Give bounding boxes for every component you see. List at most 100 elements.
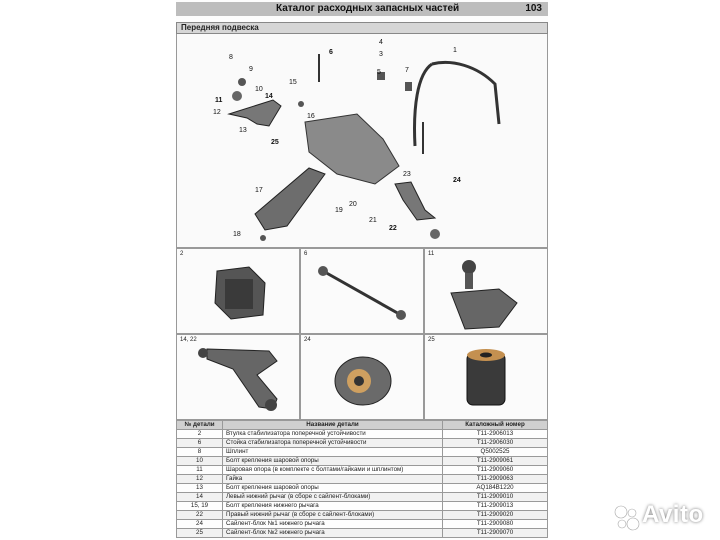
cell-name: Стойка стабилизатора поперечной устойчив… [222,438,443,448]
cell-code: T11-2909060 [442,465,548,475]
avito-logo-text: Avito [642,501,704,528]
page-number: 103 [525,3,542,14]
cell-code: T11-2909063 [442,474,548,484]
callout-7: 7 [405,67,409,74]
callout-22: 22 [389,225,397,232]
page-header: Каталог расходных запасных частей 103 [176,2,548,16]
suspension-exploded-diagram: 1 3 4 5 6 7 8 9 10 11 12 13 14 15 16 17 … [176,34,548,248]
header-part-name: Название детали [222,420,443,430]
parts-table: № детали Название детали Каталожный номе… [176,420,548,538]
cell-name: Гайка [222,474,443,484]
detail-cell-control-arm: 14, 22 [176,334,300,420]
callout-18: 18 [233,231,241,238]
cell-name: Втулка стабилизатора поперечной устойчив… [222,429,443,439]
cell-number: 22 [176,510,223,520]
callout-13: 13 [239,127,247,134]
detail-label: 11 [428,251,435,257]
ball-joint-right-part [430,229,440,239]
ball-joint-part [232,91,242,101]
detail-label: 2 [180,251,184,257]
callout-21: 21 [369,217,377,224]
cell-code: T11-2909080 [442,519,548,529]
callout-16: 16 [307,113,315,120]
ball-joint-icon [450,260,518,330]
right-lower-arm [394,181,437,221]
detail-cell-ball-joint: 11 [424,248,548,334]
cell-number: 14 [176,492,223,502]
cell-code: Q5002525 [442,447,548,457]
cell-number: 11 [176,465,223,475]
rear-crossmember [254,167,326,231]
detail-label: 14, 22 [180,337,197,343]
cell-number: 8 [176,447,223,457]
detail-label: 25 [428,337,435,343]
callout-11: 11 [215,97,223,104]
callout-17: 17 [255,187,263,194]
callout-6: 6 [329,49,333,56]
section-title: Передняя подвеска [181,23,259,32]
cell-name: Левый нижний рычаг (в сборе с сайлент-бл… [222,492,443,502]
stabilizer-link-icon [318,266,406,320]
cell-name: Сайлент-блок №2 нижнего рычага [222,528,443,538]
callout-5: 5 [377,69,381,76]
table-header-row: № детали Название детали Каталожный номе… [176,420,548,430]
cell-code: T11-2909013 [442,501,548,511]
cell-name: Болт крепления нижнего рычага [222,501,443,511]
callout-24: 24 [453,177,461,184]
bolt-part [260,235,266,241]
catalog-page: Каталог расходных запасных частей 103 Пе… [176,0,548,540]
callout-3: 3 [379,51,383,58]
cell-number: 24 [176,519,223,529]
left-lower-arm [227,99,282,127]
header-part-number: № детали [176,420,223,430]
callout-15: 15 [289,79,297,86]
callout-8: 8 [229,54,233,61]
subframe [304,113,400,185]
cell-code: T11-2906030 [442,438,548,448]
avito-watermark: Avito [612,497,712,535]
callout-23: 23 [403,171,411,178]
cell-name: Правый нижний рычаг (в сборе с сайлент-б… [222,510,443,520]
bushing-icon [214,266,266,320]
detail-cell-bushing: 2 [176,248,300,334]
callout-10: 10 [255,86,263,93]
cell-code: T11-2909020 [442,510,548,520]
cell-number: 6 [176,438,223,448]
cell-number: 10 [176,456,223,466]
silent-block-part [298,101,304,107]
cell-code: T11-2906013 [442,429,548,439]
callout-25: 25 [271,139,279,146]
cell-number: 12 [176,474,223,484]
silent-block-icon [334,356,392,406]
detail-cell-silent-block-1: 24 [300,334,424,420]
suspension-drawing: 1 3 4 5 6 7 8 9 10 11 12 13 14 15 16 17 … [213,39,501,241]
nut-part [238,78,246,86]
cell-number: 2 [176,429,223,439]
cell-name: Болт крепления шаровой опоры [222,456,443,466]
cell-code: AQ184B1220 [442,483,548,493]
silent-block-2-icon [466,349,506,406]
detail-grid: 2 6 11 14, 22 [176,248,548,420]
stabilizer-bar [431,60,501,125]
callout-14: 14 [265,93,273,100]
cell-name: Болт крепления шаровой опоры [222,483,443,493]
detail-cell-silent-block-2: 25 [424,334,548,420]
cell-code: T11-2909061 [442,456,548,466]
callout-1: 1 [453,47,457,54]
bushing-part-right [405,82,412,91]
callout-9: 9 [249,66,253,73]
control-arm-icon [198,348,278,411]
cell-name: Шаровая опора (в комплекте с болтами/гай… [222,465,443,475]
catalog-title: Каталог расходных запасных частей [276,3,460,14]
cell-number: 13 [176,483,223,493]
